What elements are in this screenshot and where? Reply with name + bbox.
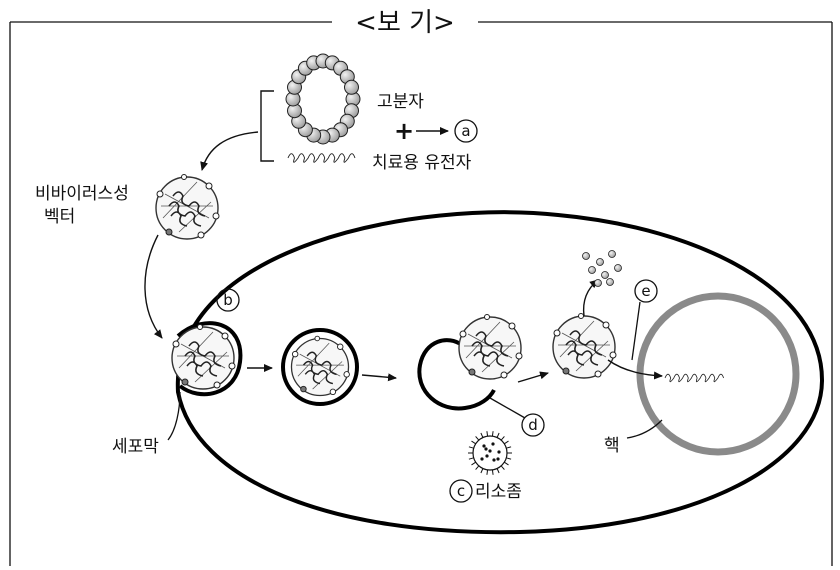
broken-endosome bbox=[417, 338, 496, 411]
frame bbox=[9, 21, 833, 566]
polymer-fragment bbox=[596, 258, 604, 266]
plus-sign: + bbox=[394, 117, 414, 145]
vector-label-line2: 벡터 bbox=[44, 207, 75, 227]
marker-a-text: a bbox=[461, 122, 470, 140]
therapeutic-gene-coil bbox=[287, 153, 356, 163]
marker-b-circle bbox=[216, 288, 240, 312]
vector-complex-free bbox=[155, 173, 220, 240]
polymer-fragment bbox=[608, 250, 616, 258]
marker-c-circle bbox=[449, 479, 473, 503]
arrow-to-nucleus bbox=[607, 359, 663, 380]
endosome bbox=[281, 328, 359, 406]
polymer-fragments bbox=[582, 250, 622, 287]
cell-body bbox=[175, 210, 825, 535]
arrow-to-vector bbox=[200, 131, 259, 171]
polymer-fragment bbox=[582, 252, 590, 260]
lysosome-label: 리소좀 bbox=[475, 482, 522, 502]
vector-complex-releasing bbox=[552, 312, 617, 379]
grouping-bracket bbox=[260, 90, 274, 162]
nucleus-label: 핵 bbox=[604, 436, 620, 456]
marker-e-circle bbox=[634, 279, 658, 303]
polymer-fragment bbox=[594, 279, 602, 287]
pointer-membrane bbox=[167, 391, 181, 441]
polymer-fragment bbox=[588, 266, 596, 274]
pointer-nucleus bbox=[626, 419, 663, 439]
marker-a-circle bbox=[454, 119, 478, 143]
polymer-bead-ring bbox=[285, 53, 361, 145]
header-title: <보 기> bbox=[355, 8, 455, 38]
marker-d-circle bbox=[521, 413, 545, 437]
arrow-to-escape bbox=[361, 373, 397, 382]
vector-complex-endosome bbox=[290, 335, 351, 397]
lysosome bbox=[468, 431, 512, 475]
marker-e-text: e bbox=[641, 282, 650, 300]
membrane-invagination bbox=[176, 321, 243, 397]
pointer-d bbox=[489, 397, 526, 419]
marker-c-text: c bbox=[457, 482, 465, 500]
polymer-fragment bbox=[614, 264, 622, 272]
vector-complex-escaping bbox=[458, 313, 523, 380]
nucleus bbox=[636, 292, 800, 456]
pointer-e bbox=[631, 301, 641, 361]
vector-label-line1: 비바이러스성 bbox=[35, 184, 129, 204]
gene-in-nucleus bbox=[664, 373, 724, 383]
marker-b-text: b bbox=[223, 291, 233, 309]
polymer-fragment bbox=[601, 271, 609, 279]
polymer-bead bbox=[344, 79, 359, 95]
polymer-label: 고분자 bbox=[377, 92, 424, 112]
polymer-fragment bbox=[606, 278, 614, 286]
cell-membrane-label: 세포막 bbox=[112, 437, 159, 457]
arrow-to-release bbox=[517, 371, 549, 383]
therapeutic-gene-label: 치료용 유전자 bbox=[372, 153, 472, 173]
arrow-to-membrane bbox=[144, 234, 163, 339]
marker-d-text: d bbox=[528, 416, 538, 434]
